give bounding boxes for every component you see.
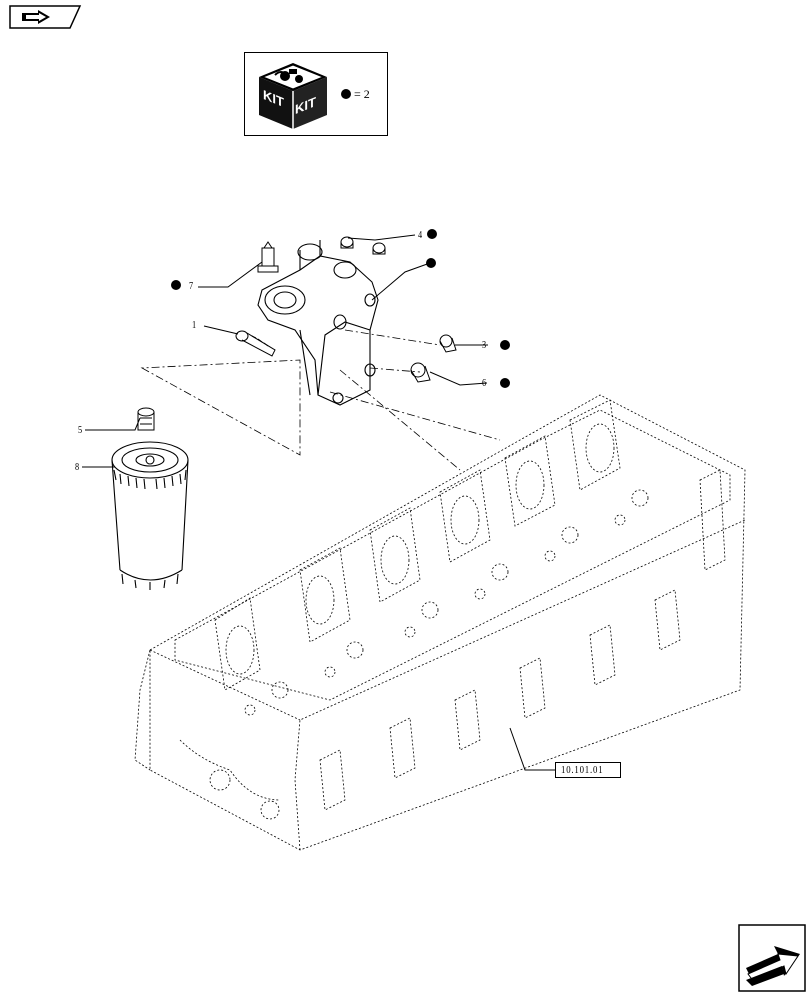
engine-block	[134, 394, 746, 851]
plug-3	[439, 334, 457, 353]
callout-3: 3	[482, 339, 487, 351]
kit-box-icon	[259, 63, 327, 129]
kit-equals: =	[354, 87, 361, 101]
plug-6	[410, 362, 431, 383]
callout-8: 8	[75, 461, 80, 473]
callout-1: 1	[192, 319, 197, 331]
filter-head	[257, 240, 379, 406]
kit-quantity-value: 2	[363, 87, 370, 101]
kit-legend: KIT KIT = 2	[244, 52, 388, 136]
callout-7: 7	[189, 280, 194, 292]
nipple-5	[137, 407, 155, 431]
fitting-7	[257, 241, 279, 273]
kit-dot-icon	[341, 89, 351, 99]
reference-label: 10.101.01	[561, 764, 604, 776]
callout-5: 5	[78, 424, 83, 436]
oil-filter-8	[111, 441, 189, 590]
plug-4	[340, 236, 386, 255]
forward-arrow-icon[interactable]	[738, 924, 806, 992]
kit-dots	[171, 229, 510, 388]
bolt-1	[235, 330, 276, 357]
back-arrow-icon[interactable]	[8, 4, 82, 30]
callout-4: 4	[418, 229, 423, 241]
callout-6: 6	[482, 377, 487, 389]
kit-quantity: = 2	[341, 87, 370, 102]
reference-link[interactable]: 10.101.01	[555, 762, 621, 778]
